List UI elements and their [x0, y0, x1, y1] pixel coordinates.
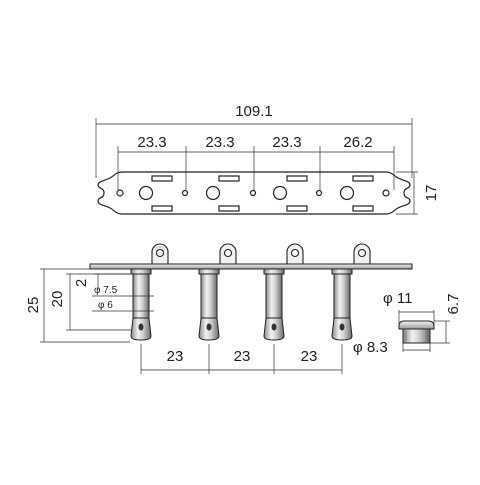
collar-height-label: 2	[73, 279, 90, 287]
bushing-outer-diameter-label: φ 11	[383, 290, 412, 307]
screw-hole	[249, 189, 257, 197]
side-plate	[89, 263, 413, 270]
screw-hole	[315, 189, 323, 197]
slot-bottom	[151, 205, 173, 212]
slot-bottom	[218, 205, 240, 212]
side-view: 25 20 2 φ 7.5 φ 6 23 23 23	[25, 243, 413, 374]
top-view: 109.1 23.3 23.3 23.3 26.2	[95, 103, 440, 215]
bushing-height-label: 6.7	[445, 294, 462, 315]
mount-hole	[116, 189, 124, 197]
post-spacing-2-label: 23	[234, 348, 251, 365]
post-hole	[205, 185, 221, 201]
post-hole	[138, 185, 154, 201]
bushing-inner-diameter-label: φ 8.3	[353, 339, 388, 356]
slot-top	[352, 175, 374, 182]
slot-top	[151, 175, 173, 182]
spacing-2-label: 23.3	[205, 134, 234, 151]
post-spacing-1-label: 23	[167, 348, 184, 365]
tuner-post	[130, 243, 169, 341]
plate-height-label: 17	[423, 185, 440, 202]
post-hole	[272, 185, 288, 201]
tuner-plate-outline	[97, 171, 411, 215]
slot-bottom	[352, 205, 374, 212]
shaft-diameter-label: φ 6	[98, 300, 113, 311]
collar-diameter-label: φ 7.5	[94, 285, 118, 296]
screw-hole	[181, 189, 189, 197]
slot-bottom	[286, 205, 308, 212]
tuner-post	[331, 243, 371, 341]
total-height-label: 25	[25, 297, 42, 314]
spacing-1-label: 23.3	[137, 134, 166, 151]
tuner-post	[198, 243, 237, 341]
tuner-post	[263, 243, 304, 341]
slot-top	[286, 175, 308, 182]
post-height-label: 20	[49, 291, 66, 308]
post-hole	[339, 185, 355, 201]
spacing-4-label: 26.2	[343, 134, 372, 151]
bushing-body	[402, 328, 431, 344]
slot-top	[218, 175, 240, 182]
bushing-view: φ 11 6.7 φ 8.3	[353, 290, 462, 356]
post-spacing-3-label: 23	[301, 348, 318, 365]
mount-hole	[382, 189, 390, 197]
overall-length-label: 109.1	[235, 103, 273, 120]
spacing-3-label: 23.3	[272, 134, 301, 151]
bushing-flange	[398, 320, 435, 330]
